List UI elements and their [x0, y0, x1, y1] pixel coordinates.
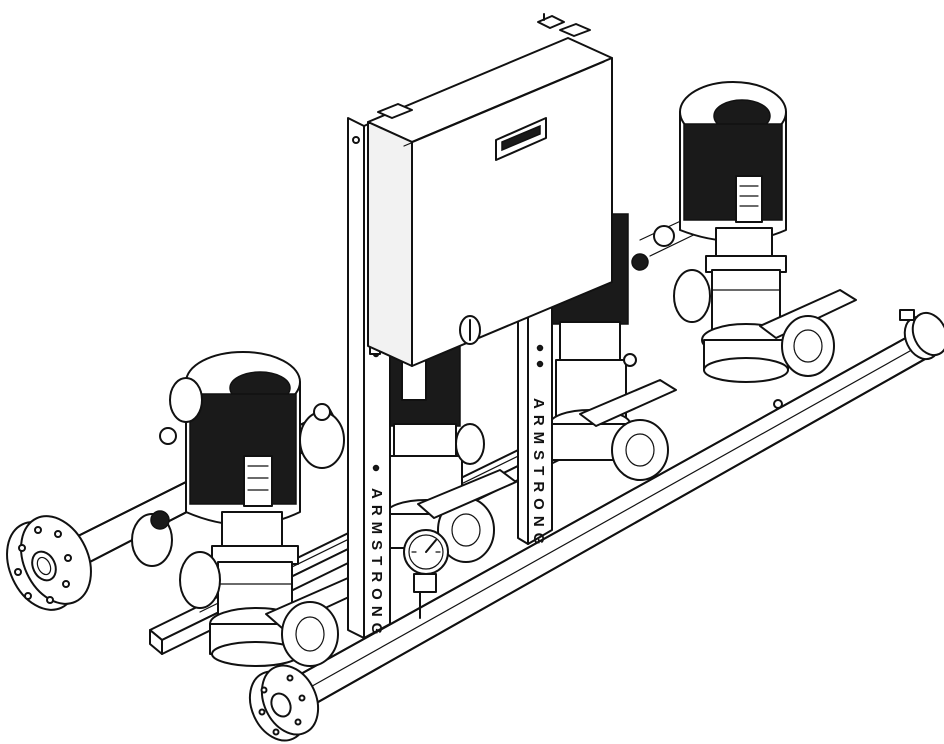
- brand-label-left-post: ARMSTRONG: [368, 488, 385, 640]
- brand-label-right-post: ARMSTRONG: [530, 398, 547, 550]
- pressure-gauge: [403, 529, 449, 619]
- pump-rear-right: [631, 81, 857, 383]
- right-support-post: ARMSTRONG: [517, 295, 553, 550]
- control-panel: [367, 13, 613, 367]
- discharge-flange-front: [248, 664, 320, 742]
- pump-front-left: [131, 351, 365, 667]
- suction-flange-left: [6, 515, 92, 611]
- pump-center: [385, 325, 517, 563]
- end-cap-right: [899, 309, 944, 361]
- motor-fins-rear-right: [683, 123, 783, 221]
- panel-display-screen: [495, 117, 547, 161]
